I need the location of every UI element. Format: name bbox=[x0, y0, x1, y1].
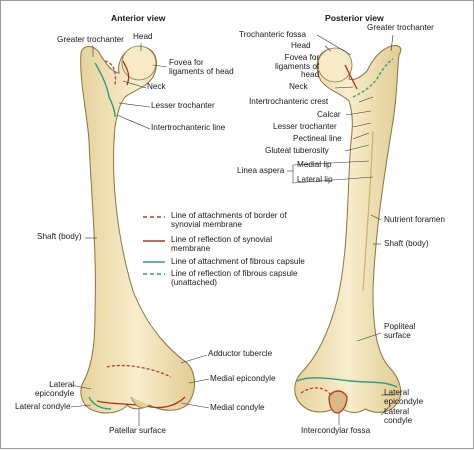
anterior-femoral-head bbox=[121, 45, 157, 81]
anterior-capsule-attachment bbox=[94, 62, 116, 118]
anterior-label-lateral-condyle: Lateral condyle bbox=[15, 402, 71, 411]
anterior-label-greater-trochanter: Greater trochanter bbox=[57, 35, 124, 44]
posterior-label-medial-lip: Medial lip bbox=[297, 160, 332, 169]
leader-lines bbox=[70, 34, 395, 426]
anterior-label-medial-condyle: Medial condyle bbox=[210, 403, 265, 412]
posterior-label-intercondylar-fossa: Intercondylar fossa bbox=[301, 426, 371, 435]
anterior-knee-reflection bbox=[96, 396, 186, 409]
anterior-label-patellar-surface: Patellar surface bbox=[109, 426, 166, 435]
anterior-synovial-attachment bbox=[104, 60, 117, 86]
intercondylar-notch bbox=[328, 390, 348, 414]
posterior-label-intertrochanteric-crest: Intertrochanteric crest bbox=[249, 97, 329, 106]
posterior-knee-capsule bbox=[296, 377, 398, 388]
posterior-label-greater-trochanter: Greater trochanter bbox=[367, 23, 434, 32]
anterior-label-fovea: Fovea for ligaments of head bbox=[169, 58, 234, 76]
posterior-label-neck: Neck bbox=[289, 82, 308, 91]
posterior-label-pectineal-line: Pectineal line bbox=[293, 134, 342, 143]
anterior-label-lesser-trochanter: Lesser trochanter bbox=[151, 101, 215, 110]
anterior-knee-capsule bbox=[88, 396, 112, 410]
linea-aspera-line bbox=[362, 130, 374, 292]
posterior-label-lesser-trochanter: Lesser trochanter bbox=[273, 122, 337, 131]
posterior-view-title: Posterior view bbox=[325, 13, 384, 23]
posterior-label-calcar: Calcar bbox=[317, 110, 341, 119]
legend-item-2: Line of reflection of synovial membrane bbox=[171, 235, 273, 254]
posterior-femur bbox=[294, 45, 402, 414]
posterior-femoral-head bbox=[317, 47, 353, 83]
anterior-label-head: Head bbox=[133, 32, 153, 41]
posterior-label-fovea: Fovea for ligaments of head bbox=[275, 53, 320, 80]
posterior-capsule-attachment bbox=[352, 58, 394, 98]
posterior-label-popliteal-surface: Popliteal surface bbox=[384, 322, 416, 340]
posterior-synovial-reflection bbox=[344, 64, 358, 90]
posterior-label-trochanteric-fossa: Trochanteric fossa bbox=[239, 30, 307, 39]
posterior-label-shaft: Shaft (body) bbox=[384, 239, 429, 248]
anterior-label-shaft: Shaft (body) bbox=[37, 232, 82, 241]
legend-item-4: Line of reflection of fibrous capsule (u… bbox=[171, 269, 298, 288]
posterior-label-lateral-condyle: Lateral condyle bbox=[384, 407, 413, 425]
anterior-label-neck: Neck bbox=[147, 82, 166, 91]
anterior-label-medial-epicondyle: Medial epicondyle bbox=[210, 374, 276, 383]
posterior-knee-synovial bbox=[300, 387, 332, 396]
anterior-label-lateral-epicondyle: Lateral epicondyle bbox=[35, 380, 75, 398]
posterior-label-gluteal-tuberosity: Gluteal tuberosity bbox=[265, 146, 329, 155]
anterior-femur bbox=[80, 45, 195, 414]
legend-item-1: Line of attachments of border of synovia… bbox=[171, 211, 287, 230]
posterior-label-nutrient-foramen: Nutrient foramen bbox=[384, 215, 445, 224]
posterior-femur-outline bbox=[294, 45, 402, 413]
posterior-label-lateral-lip: Lateral lip bbox=[297, 175, 333, 184]
legend-item-3: Line of attachment of fibrous capsule bbox=[171, 257, 305, 266]
posterior-label-head: Head bbox=[291, 41, 311, 50]
anterior-label-intertrochanteric-line: Intertrochanteric line bbox=[151, 123, 226, 132]
posterior-label-linea-aspera: Linea aspera bbox=[237, 166, 285, 175]
anterior-label-adductor-tubercle: Adductor tubercle bbox=[208, 349, 273, 358]
patellar-groove bbox=[130, 396, 150, 409]
posterior-label-lateral-epicondyle: Lateral epicondyle bbox=[384, 388, 424, 406]
legend-swatches bbox=[143, 216, 165, 275]
anterior-view-title: Anterior view bbox=[111, 13, 166, 23]
